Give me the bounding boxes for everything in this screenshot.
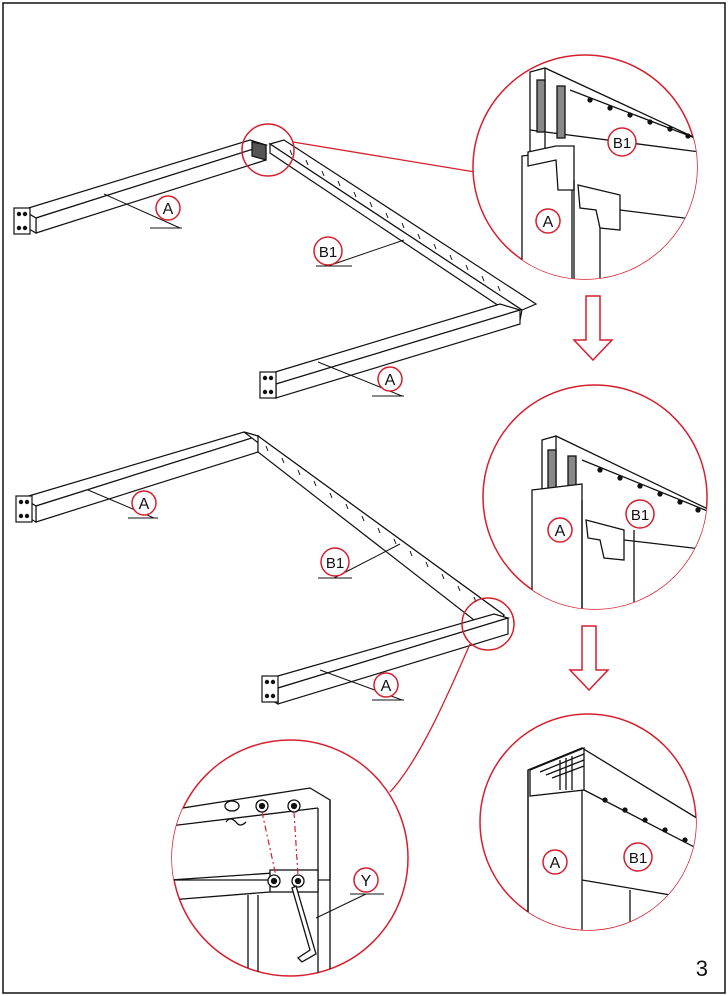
label-a-4: A	[319, 669, 404, 701]
detail1-label-a: A	[535, 208, 561, 234]
detail1-label-b1: B1	[607, 127, 637, 157]
detail2-label-b1: B1	[625, 499, 655, 529]
detail-marker-middle	[461, 597, 515, 651]
detail2-label-a: A	[547, 517, 573, 543]
part-label-b1: B1	[631, 507, 649, 524]
page-number: 3	[695, 956, 708, 981]
part-label-b1: B1	[629, 850, 647, 867]
detail3-label-a: A	[542, 849, 568, 875]
part-label-y: Y	[361, 873, 372, 890]
detail-circle-4: Y	[171, 739, 409, 977]
part-label-a: A	[555, 523, 566, 540]
hex-key-icon	[291, 885, 317, 963]
screw-icon	[267, 874, 305, 888]
frame-top	[13, 139, 538, 400]
detail-marker-top	[241, 123, 295, 177]
part-label-a: A	[385, 372, 396, 389]
part-label-a: A	[543, 214, 554, 231]
screw-icon	[224, 799, 301, 813]
label-b1-1: B1	[313, 236, 405, 267]
label-y: Y	[353, 867, 379, 893]
part-label-a: A	[550, 855, 561, 872]
down-arrow-icon	[568, 625, 610, 692]
label-a-1: A	[103, 193, 182, 229]
detail-circle-2: A B1	[482, 384, 708, 610]
label-a-2: A	[317, 361, 404, 397]
down-arrow-icon	[572, 295, 614, 362]
detail-circle-3: A B1	[479, 713, 697, 931]
label-b1-2: B1	[318, 543, 401, 579]
part-label-a: A	[139, 496, 150, 513]
part-label-a: A	[163, 201, 174, 218]
detail-circle-1: B1 A	[472, 54, 698, 280]
end-plate	[13, 207, 31, 235]
part-label-b1: B1	[613, 135, 631, 152]
rail-a-top-left	[20, 139, 268, 219]
part-label-b1: B1	[319, 244, 337, 261]
frame-middle	[15, 431, 511, 706]
part-label-a: A	[381, 678, 392, 695]
part-label-b1: B1	[326, 555, 344, 572]
detail3-label-b1: B1	[623, 842, 653, 872]
label-a-3: A	[87, 489, 158, 519]
